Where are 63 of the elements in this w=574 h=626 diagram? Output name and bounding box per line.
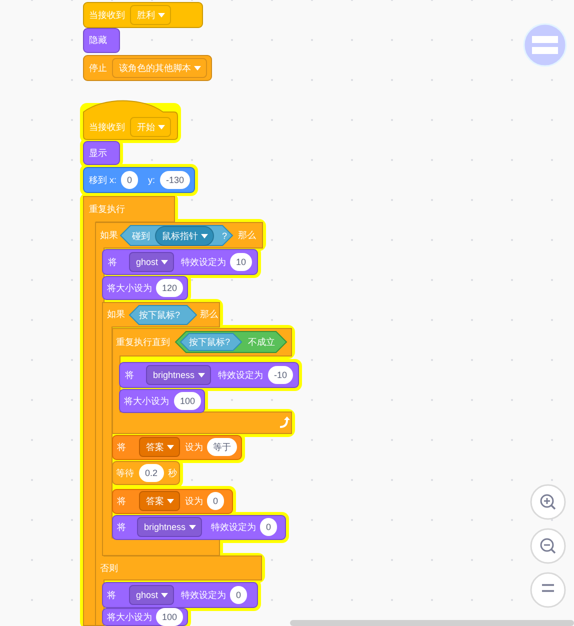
command-block [83,55,212,81]
dropdown-menu: 开始 [130,117,171,137]
block-label: 将 [125,369,134,382]
block-label: 如果 [107,308,125,321]
block-label: 那么 [200,308,218,321]
command-block [102,276,188,300]
block-label: 显示 [89,147,107,160]
command-block [102,249,258,275]
dropdown-menu: ghost [129,252,174,272]
block-label: 否则 [100,562,118,575]
block-label: 按下鼠标? [189,336,230,349]
block-label: 当接收到 [89,121,125,134]
dropdown-menu: 鼠标指针 [155,226,214,246]
block-label: 将大小设为 [124,395,169,408]
dropdown-menu: 答案 [139,437,180,457]
block-label: 秒 [168,467,177,480]
block-label: 将 [117,521,126,534]
dropdown-menu: brightness [146,365,211,385]
command-block [102,582,258,608]
dropdown-menu: 胜利 [130,5,171,25]
command-block [119,362,299,388]
block-label: 将大小设为 [107,611,152,624]
command-block [83,141,120,165]
block-label: 如果 [100,229,118,242]
command-block [112,489,233,514]
command-block [112,515,286,540]
block-label: 将 [117,441,126,454]
block-label: 重复执行 [89,203,125,216]
command-block [83,167,195,193]
command-block [112,435,242,460]
dropdown-menu: ghost [129,585,174,605]
block-label: 隐藏 [89,34,107,47]
hat-block [83,2,203,28]
dropdown-menu: 答案 [139,491,180,511]
block-label: 将 [107,589,116,602]
block-label: ? [222,230,228,242]
block-label: 特效设定为 [181,589,226,602]
dropdown-menu: 该角色的其他脚本 [112,58,207,78]
block-label: 移到 x: [89,174,117,187]
boolean-block [175,331,287,353]
block-label: 重复执行直到 [116,336,170,349]
block-label: 等待 [116,467,134,480]
block-label: 设为 [185,495,203,508]
boolean-block [120,225,233,246]
command-block [112,461,180,485]
block-label: 停止 [89,62,107,75]
block-label: 将大小设为 [107,282,152,295]
command-block [119,389,205,413]
block-label: 将 [117,495,126,508]
dropdown-menu: brightness [137,517,202,537]
block-label: 当接收到 [89,9,125,22]
command-block [102,608,188,626]
block-label: 特效设定为 [181,256,226,269]
block-label: 碰到 [132,230,150,242]
block-label: y: [148,174,156,187]
block-label: 那么 [238,229,256,242]
block-label: 特效设定为 [218,369,263,382]
block-label: 不成立 [248,336,275,349]
block-label: 设为 [185,441,203,454]
block-label: 按下鼠标? [139,309,180,322]
command-block [83,28,120,53]
block-label: 将 [108,256,117,269]
block-label: 特效设定为 [211,521,256,534]
